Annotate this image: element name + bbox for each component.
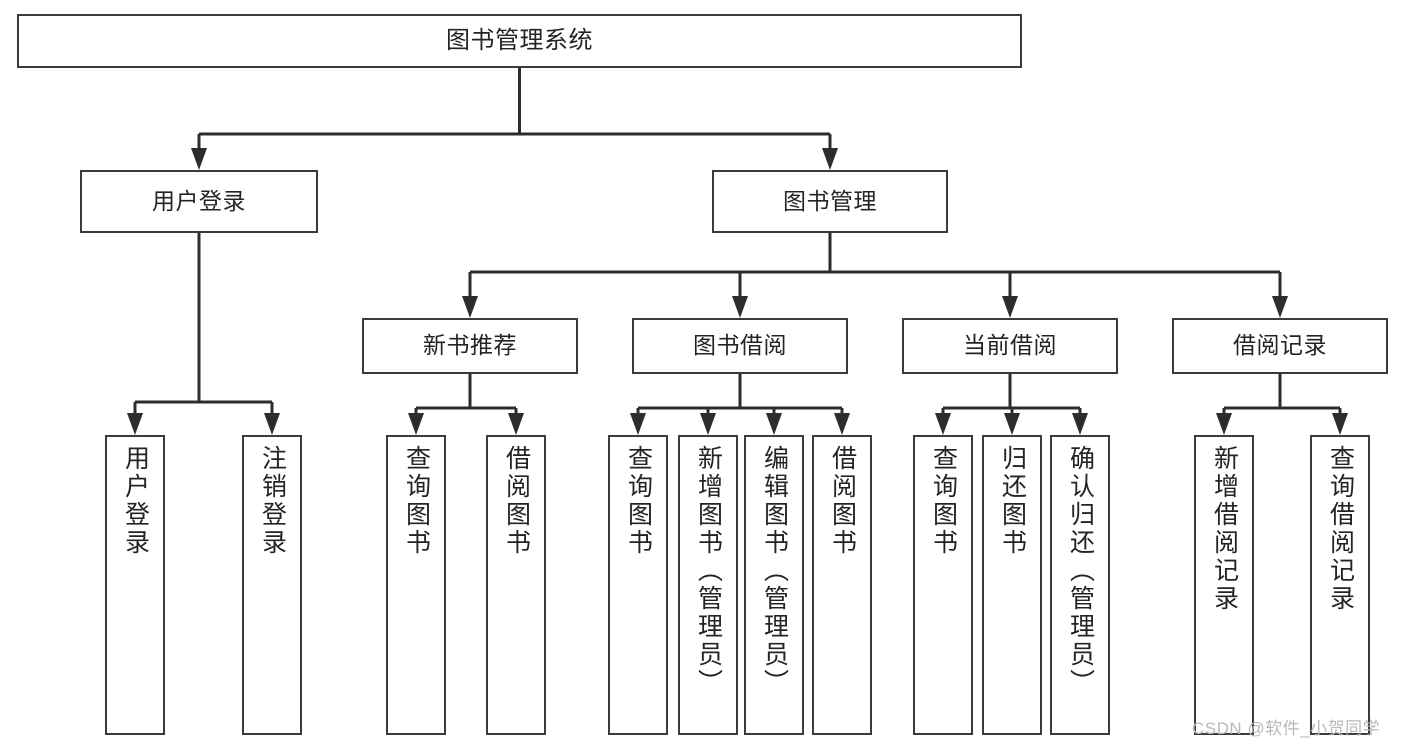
- arrowhead-leaf-add-record: [1216, 413, 1232, 435]
- arrowhead-leaf-query-record: [1332, 413, 1348, 435]
- node-leaf-add-record[interactable]: 新增借阅记录: [1194, 435, 1254, 735]
- arrowhead-new-book-recommend: [462, 296, 478, 318]
- node-leaf-add-book[interactable]: 新增图书（管理员）: [678, 435, 738, 735]
- arrowhead-borrow-record: [1272, 296, 1288, 318]
- node-leaf-query-book-3[interactable]: 查询图书: [913, 435, 973, 735]
- arrowhead-leaf-borrow-book-2: [834, 413, 850, 435]
- node-new-book-recommend[interactable]: 新书推荐: [362, 318, 578, 374]
- arrowhead-leaf-borrow-book-1: [508, 413, 524, 435]
- arrowhead-book-borrow: [732, 296, 748, 318]
- node-label-new-book-recommend: 新书推荐: [423, 332, 517, 359]
- node-leaf-query-record[interactable]: 查询借阅记录: [1310, 435, 1370, 735]
- node-label-leaf-query-book-3: 查询图书: [929, 445, 958, 557]
- node-label-leaf-add-record: 新增借阅记录: [1210, 445, 1239, 613]
- node-leaf-user-login[interactable]: 用户登录: [105, 435, 165, 735]
- node-label-current-borrow: 当前借阅: [963, 332, 1057, 359]
- node-label-root: 图书管理系统: [446, 26, 593, 54]
- arrowhead-leaf-user-login: [127, 413, 143, 435]
- node-label-leaf-borrow-book-2: 借阅图书: [828, 445, 857, 557]
- arrowhead-user-login: [191, 148, 207, 170]
- node-book-management[interactable]: 图书管理: [712, 170, 948, 233]
- node-label-borrow-record: 借阅记录: [1233, 332, 1327, 359]
- node-label-leaf-add-book: 新增图书（管理员）: [694, 445, 723, 697]
- node-label-leaf-logout: 注销登录: [258, 445, 287, 557]
- node-current-borrow[interactable]: 当前借阅: [902, 318, 1118, 374]
- arrowhead-leaf-query-book-2: [630, 413, 646, 435]
- csdn-watermark: CSDN @软件_小贺同学: [1192, 719, 1381, 738]
- node-leaf-edit-book[interactable]: 编辑图书（管理员）: [744, 435, 804, 735]
- node-leaf-return-book[interactable]: 归还图书: [982, 435, 1042, 735]
- node-label-leaf-edit-book: 编辑图书（管理员）: [760, 445, 789, 697]
- node-label-leaf-query-book-2: 查询图书: [624, 445, 653, 557]
- arrowhead-leaf-logout: [264, 413, 280, 435]
- node-leaf-confirm-return[interactable]: 确认归还（管理员）: [1050, 435, 1110, 735]
- arrowhead-current-borrow: [1002, 296, 1018, 318]
- node-book-borrow[interactable]: 图书借阅: [632, 318, 848, 374]
- node-label-leaf-user-login: 用户登录: [121, 445, 150, 557]
- node-user-login[interactable]: 用户登录: [80, 170, 318, 233]
- arrowhead-leaf-add-book: [700, 413, 716, 435]
- node-label-book-borrow: 图书借阅: [693, 332, 787, 359]
- node-label-leaf-return-book: 归还图书: [998, 445, 1027, 557]
- arrowhead-leaf-return-book: [1004, 413, 1020, 435]
- arrowhead-leaf-edit-book: [766, 413, 782, 435]
- node-borrow-record[interactable]: 借阅记录: [1172, 318, 1388, 374]
- arrowhead-leaf-confirm-return: [1072, 413, 1088, 435]
- node-label-leaf-confirm-return: 确认归还（管理员）: [1066, 445, 1095, 697]
- node-label-user-login: 用户登录: [152, 187, 246, 214]
- node-leaf-logout[interactable]: 注销登录: [242, 435, 302, 735]
- node-leaf-query-book-2[interactable]: 查询图书: [608, 435, 668, 735]
- arrowhead-leaf-query-book-1: [408, 413, 424, 435]
- node-label-leaf-query-record: 查询借阅记录: [1326, 445, 1355, 613]
- node-leaf-query-book-1[interactable]: 查询图书: [386, 435, 446, 735]
- node-label-leaf-query-book-1: 查询图书: [402, 445, 431, 557]
- node-leaf-borrow-book-2[interactable]: 借阅图书: [812, 435, 872, 735]
- node-leaf-borrow-book-1[interactable]: 借阅图书: [486, 435, 546, 735]
- node-label-book-management: 图书管理: [783, 187, 877, 214]
- arrowhead-book-management: [822, 148, 838, 170]
- node-label-leaf-borrow-book-1: 借阅图书: [502, 445, 531, 557]
- arrowhead-leaf-query-book-3: [935, 413, 951, 435]
- node-root[interactable]: 图书管理系统: [17, 14, 1022, 68]
